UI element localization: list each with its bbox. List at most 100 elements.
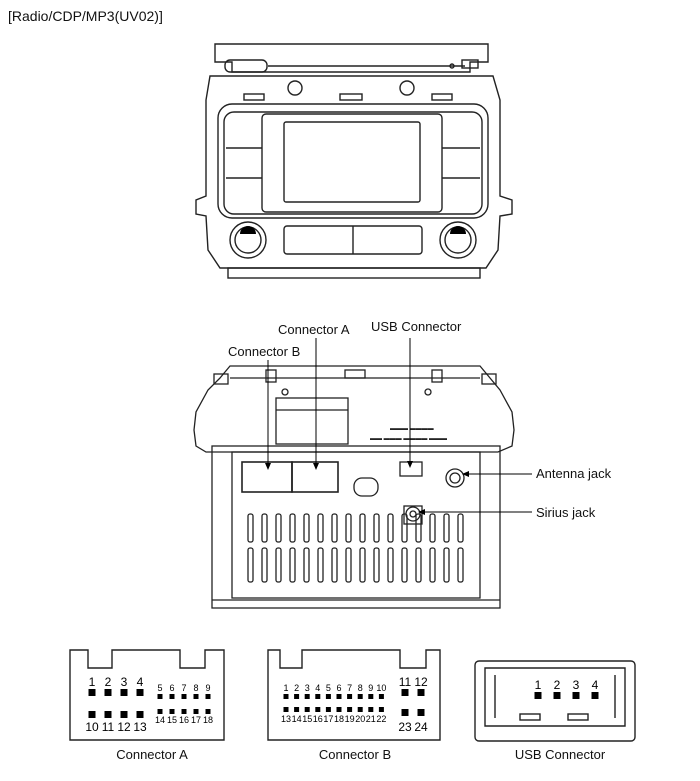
pin-terminal	[378, 707, 384, 712]
pin-terminal	[120, 711, 128, 718]
pin-terminal	[304, 694, 310, 699]
pin-label: 11	[399, 675, 412, 689]
page-title: [Radio/CDP/MP3(UV02)]	[8, 8, 163, 24]
pin-terminal	[553, 692, 561, 699]
pin-label: 2	[554, 678, 561, 692]
connector-a-callout: Connector A	[278, 322, 350, 337]
pin-label: 2	[294, 683, 299, 693]
pin-terminal	[193, 709, 199, 714]
sirius-jack-callout: Sirius jack	[536, 505, 596, 520]
usb-connector-outline	[474, 660, 636, 742]
pin-label: 17	[323, 714, 333, 724]
vent-slot	[303, 513, 310, 543]
vent-slot	[331, 547, 338, 583]
pin-terminal	[336, 707, 342, 712]
pin-terminal	[104, 711, 112, 718]
pin-terminal	[304, 707, 310, 712]
pin-terminal	[136, 689, 144, 696]
pin-terminal	[315, 707, 321, 712]
pin-label: 13	[133, 720, 147, 734]
pin-terminal	[169, 709, 175, 714]
pin-terminal	[157, 694, 163, 699]
vent-slot	[303, 547, 310, 583]
pin-label: 21	[366, 714, 376, 724]
pin-terminal	[368, 707, 374, 712]
pin-terminal	[417, 689, 425, 696]
vent-slot	[275, 513, 282, 543]
pin-label: 10	[85, 720, 99, 734]
vent-slot	[247, 513, 254, 543]
pin-terminal	[193, 694, 199, 699]
pin-terminal	[205, 709, 211, 714]
pin-label: 3	[305, 683, 310, 693]
pin-terminal	[325, 707, 331, 712]
pin-label: 12	[117, 720, 131, 734]
pin-label: 1	[89, 675, 96, 689]
pin-terminal	[283, 707, 289, 712]
pin-label: 19	[345, 714, 355, 724]
pin-terminal	[417, 709, 425, 716]
pin-label: 7	[347, 683, 352, 693]
pin-terminal	[136, 711, 144, 718]
pin-terminal	[368, 694, 374, 699]
vent-slot	[317, 547, 324, 583]
pin-label: 14	[155, 715, 165, 725]
pin-label: 15	[302, 714, 312, 724]
pin-terminal	[283, 694, 289, 699]
rear-printed-text: ▬▬ ▬▬▬ ▬▬▬▬ ▬▬▬	[370, 436, 447, 442]
vent-slot	[387, 513, 394, 543]
vent-slot	[261, 547, 268, 583]
vent-slot	[373, 513, 380, 543]
pin-label: 1	[535, 678, 542, 692]
pin-label: 3	[573, 678, 580, 692]
pin-terminal	[378, 694, 384, 699]
vent-slot	[345, 513, 352, 543]
vent-slot	[289, 513, 296, 543]
pin-label: 23	[398, 720, 412, 734]
pin-terminal	[294, 707, 300, 712]
vent-slot	[359, 513, 366, 543]
pin-label: 11	[102, 720, 115, 734]
vent-slot	[457, 547, 464, 583]
pin-terminal	[181, 709, 187, 714]
pin-label: 5	[157, 683, 162, 693]
pin-terminal	[294, 694, 300, 699]
pin-label: 24	[414, 720, 428, 734]
pin-terminal	[347, 694, 353, 699]
pin-label: 10	[376, 683, 386, 693]
usb-connector-caption: USB Connector	[514, 747, 606, 762]
pin-terminal	[157, 709, 163, 714]
pin-terminal	[315, 694, 321, 699]
pin-terminal	[347, 707, 353, 712]
vent-slot	[317, 513, 324, 543]
pin-label: 1	[283, 683, 288, 693]
pin-terminal	[401, 689, 409, 696]
pin-label: 18	[203, 715, 213, 725]
pin-terminal	[325, 694, 331, 699]
pin-label: 6	[169, 683, 174, 693]
pin-terminal	[120, 689, 128, 696]
pin-label: 6	[336, 683, 341, 693]
pin-terminal	[591, 692, 599, 699]
pin-label: 13	[281, 714, 291, 724]
pin-label: 9	[205, 683, 210, 693]
pin-label: 18	[334, 714, 344, 724]
antenna-jack-callout: Antenna jack	[536, 466, 612, 481]
vent-slot	[359, 547, 366, 583]
pin-label: 4	[592, 678, 599, 692]
pin-terminal	[401, 709, 409, 716]
vent-slot	[387, 547, 394, 583]
usb-connector-callout: USB Connector	[371, 319, 462, 334]
connector-a-outline	[69, 649, 225, 741]
pin-label: 9	[368, 683, 373, 693]
vent-slot	[261, 513, 268, 543]
pin-terminal	[205, 694, 211, 699]
vent-slot	[429, 547, 436, 583]
pin-label: 4	[315, 683, 320, 693]
pin-terminal	[534, 692, 542, 699]
connector-b-outline	[267, 649, 441, 741]
vent-slot	[345, 547, 352, 583]
pin-terminal	[357, 707, 363, 712]
pin-label: 15	[167, 715, 177, 725]
pin-terminal	[104, 689, 112, 696]
